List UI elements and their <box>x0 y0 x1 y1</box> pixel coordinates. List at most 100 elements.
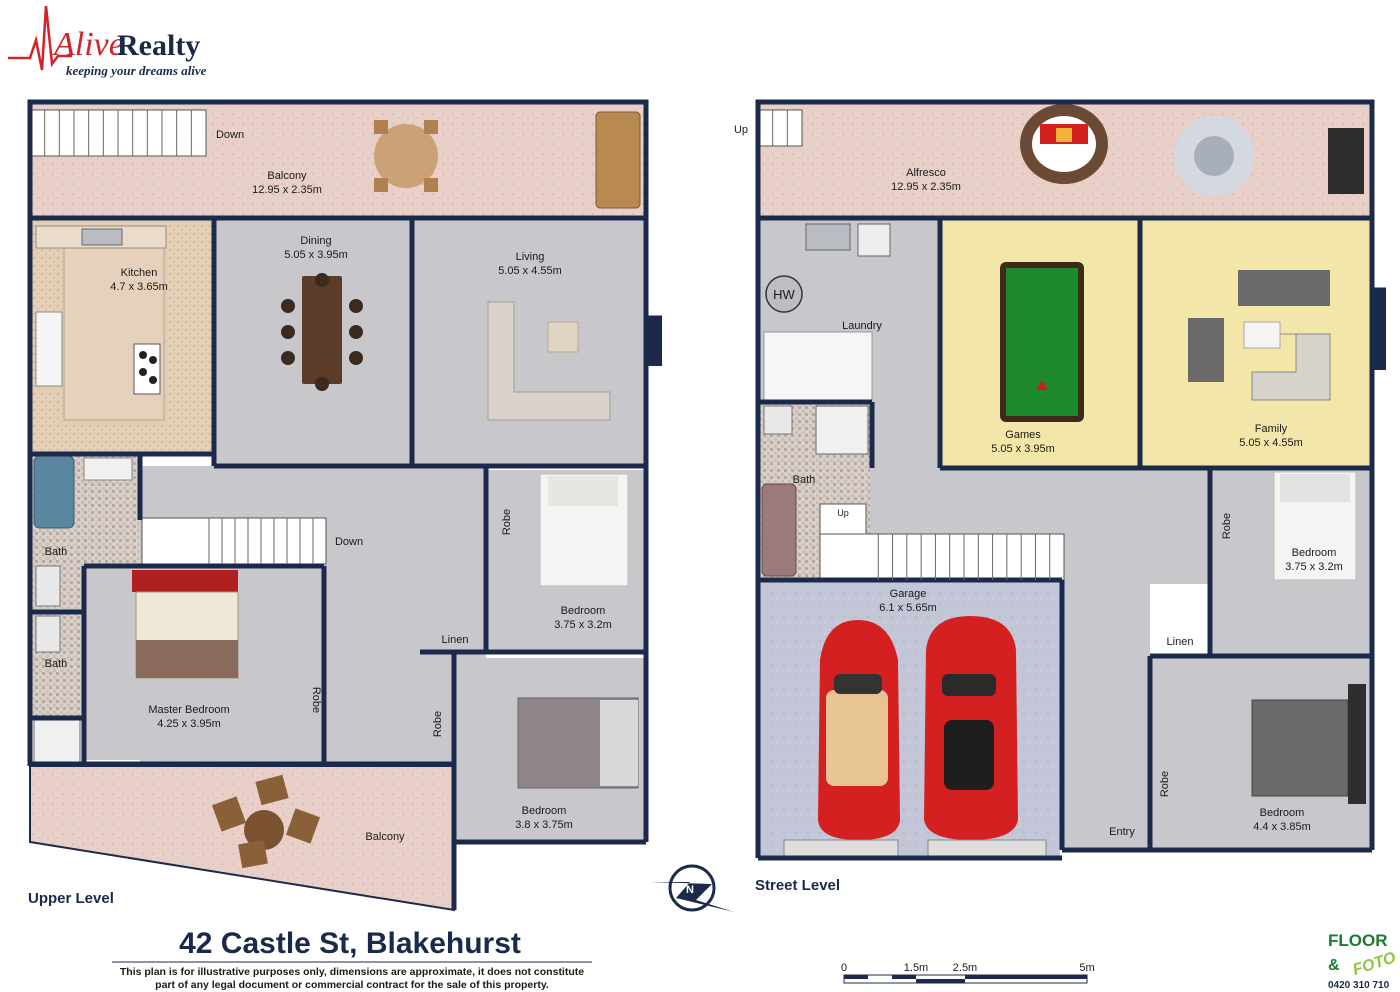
disclaimer-line1: This plan is for illustrative purposes o… <box>120 966 584 978</box>
daybed-icon <box>595 111 641 209</box>
entry-floor <box>1060 584 1150 850</box>
bed1-icon <box>539 473 629 587</box>
logo-alive-text: Alive <box>52 26 124 63</box>
toilet-icon <box>35 565 61 607</box>
upper-level-labels: Down Balcony 12.95 x 2.35m Kitchen 4.7 x… <box>28 129 612 907</box>
convertible-car-icon <box>818 620 900 840</box>
vanity-icon <box>83 457 133 481</box>
stairs-down-top-label: Down <box>216 129 244 141</box>
round-lounge-icon <box>1020 104 1108 184</box>
balcony-top-name: Balcony <box>267 170 307 182</box>
fridge-icon <box>35 311 63 387</box>
washer-icon <box>857 223 891 257</box>
garage-dims: 6.1 x 5.65m <box>879 602 936 614</box>
floor-text: FLOOR <box>1328 931 1388 950</box>
dining-dims: 5.05 x 3.95m <box>284 249 348 261</box>
stairs-top-treads <box>44 110 192 156</box>
master-bed-icon <box>132 570 239 679</box>
cooktop-icon <box>133 343 161 395</box>
hot-water-icon <box>765 275 803 313</box>
dining-name: Dining <box>300 235 331 247</box>
dining-table-icon <box>281 273 363 391</box>
scale-tick-3: 5m <box>1079 962 1094 974</box>
disclaimer-line2: part of any legal document or commercial… <box>155 979 549 991</box>
games-name: Games <box>1005 429 1041 441</box>
street-robe1-label: Robe <box>1221 513 1233 539</box>
stairs-up-top-label: Up <box>734 124 748 136</box>
hw-label: HW <box>773 287 795 302</box>
bathtub-icon <box>33 455 75 529</box>
lounge-icon <box>1188 270 1331 401</box>
street-level-title: Street Level <box>755 877 840 894</box>
stairs-mid-treads <box>208 518 314 564</box>
outdoor-table-icon <box>374 120 438 192</box>
robe-bed1-label: Robe <box>501 509 513 535</box>
scale-tick-1: 1.5m <box>904 962 928 974</box>
balcony-bottom-floor <box>30 766 454 910</box>
master-dims: 4.25 x 3.95m <box>157 718 221 730</box>
entry-label: Entry <box>1109 826 1135 838</box>
bedroom1-name: Bedroom <box>561 605 606 617</box>
shower-icon <box>33 719 81 765</box>
floor-foto-logo: FLOOR & FOTO 0420 310 710 <box>1328 931 1398 991</box>
bed2-icon <box>517 697 639 789</box>
bed-street1-icon <box>1273 471 1357 581</box>
family-dims: 5.05 x 4.55m <box>1239 437 1303 449</box>
balcony-bottom-outline <box>29 765 455 912</box>
stairs-street-treads <box>877 534 1051 580</box>
linen-label: Linen <box>442 634 469 646</box>
bath1-label: Bath <box>45 546 68 558</box>
stairs-up-top <box>757 109 803 147</box>
alive-realty-logo: Alive Realty keeping your dreams alive <box>8 5 207 78</box>
upper-window-icon <box>646 318 662 366</box>
games-dims: 5.05 x 3.95m <box>991 443 1055 455</box>
bedroom2-dims: 3.8 x 3.75m <box>515 819 572 831</box>
sink-icon <box>81 228 123 246</box>
alfresco-dims: 12.95 x 2.35m <box>891 181 961 193</box>
street-level-labels: Up Alfresco 12.95 x 2.35m HW Laundry Gam… <box>734 124 1343 894</box>
stairs-mid <box>141 517 327 565</box>
stairs-up-mid-label: Up <box>837 508 849 518</box>
living-floor <box>414 218 646 466</box>
toilet2-icon <box>35 615 61 653</box>
stairs-down-mid-label: Down <box>335 536 363 548</box>
balcony-bottom-name: Balcony <box>365 831 405 843</box>
bedroom2-name: Bedroom <box>522 805 567 817</box>
logo-tagline: keeping your dreams alive <box>66 63 207 78</box>
laundry-label: Laundry <box>842 320 882 332</box>
laundry-bench <box>763 331 873 401</box>
heartbeat-icon <box>8 5 72 71</box>
hatchback-car-icon <box>924 616 1018 840</box>
phone-text: 0420 310 710 <box>1328 980 1390 991</box>
street-window-icon <box>1372 290 1386 370</box>
balcony-top-dims: 12.95 x 2.35m <box>252 184 322 196</box>
street-walls <box>755 99 1386 861</box>
upper-level-plan <box>27 99 662 912</box>
kitchen-dims: 4.7 x 3.65m <box>110 281 167 293</box>
compass-icon: N <box>650 864 734 912</box>
scale-tick-0: 0 <box>841 962 847 974</box>
rug-icon <box>547 321 579 353</box>
garage-name: Garage <box>890 588 927 600</box>
bedroom1-dims: 3.75 x 3.2m <box>554 619 611 631</box>
street-linen-label: Linen <box>1167 636 1194 648</box>
upper-level-title: Upper Level <box>28 890 114 907</box>
amp-text: & <box>1328 957 1340 974</box>
logo-realty-text: Realty <box>117 29 200 62</box>
shower-street-icon <box>815 405 869 455</box>
pool-table-icon <box>1000 262 1084 422</box>
stairs-street-mid <box>819 533 1065 581</box>
sofa-icon <box>487 301 611 421</box>
street-bedroom2-name: Bedroom <box>1260 807 1305 819</box>
street-bedroom2-dims: 4.4 x 3.85m <box>1253 821 1310 833</box>
alfresco-name: Alfresco <box>906 167 946 179</box>
bed-street2-icon <box>1251 684 1366 804</box>
bbq-icon <box>1328 128 1364 194</box>
living-dims: 5.05 x 4.55m <box>498 265 562 277</box>
street-bedroom1-name: Bedroom <box>1292 547 1337 559</box>
outdoor-setting-icon <box>1174 116 1254 196</box>
upper-walls <box>27 99 662 910</box>
balcony-table-icon <box>211 774 321 869</box>
street-bath-label: Bath <box>793 474 816 486</box>
robe-bed2-label: Robe <box>432 711 444 737</box>
